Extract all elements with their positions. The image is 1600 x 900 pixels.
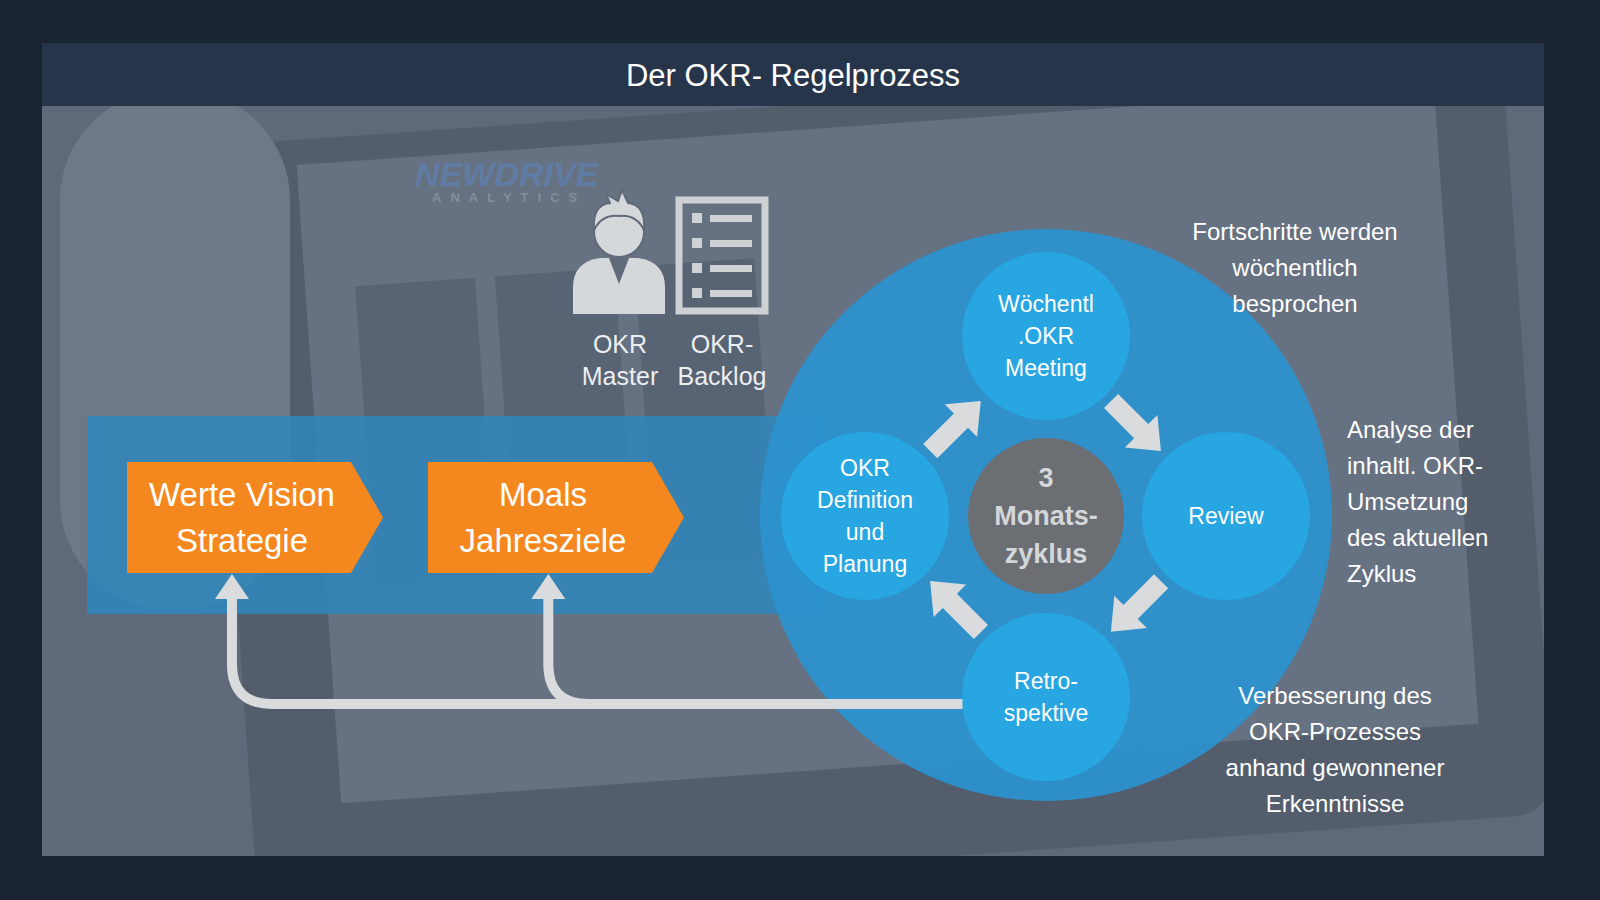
artifact-label: OKR- Backlog — [667, 328, 777, 392]
cycle-step-circle: OKR Definition und Planung — [781, 432, 949, 600]
feedback-arrow — [531, 574, 962, 704]
block-arrow — [1111, 574, 1168, 632]
cycle-step-circle: Retro- spektive — [962, 613, 1130, 781]
node-text: Review — [1167, 500, 1285, 532]
backlog-icon — [679, 200, 765, 311]
person-body — [573, 258, 665, 314]
cycle-arrow — [1111, 574, 1168, 632]
circle-fill — [1142, 432, 1310, 600]
text-wrap: Retro- spektive — [962, 613, 1130, 781]
goal-arrow-box: Moals Jahresziele — [428, 462, 684, 573]
circle-fill — [968, 438, 1124, 594]
text-wrap: 3 Monats- zyklus — [968, 438, 1124, 594]
backlog-line — [710, 215, 752, 222]
text-wrap: Review — [1142, 432, 1310, 600]
arrow-head — [531, 574, 565, 599]
cycle-arrow — [930, 581, 988, 639]
annotation-note: Verbesserung des OKR-Prozesses anhand ge… — [1220, 678, 1450, 822]
node-text: Moals Jahresziele — [433, 472, 653, 564]
block-arrow — [1104, 394, 1161, 451]
cycle-step-circle: Review — [1142, 432, 1310, 600]
flow-band — [87, 416, 827, 614]
circle-fill — [962, 252, 1130, 420]
text-wrap: Wöchentl .OKR Meeting — [962, 252, 1130, 420]
backlog-bullet — [692, 288, 702, 298]
cycle-arrow — [923, 401, 981, 458]
backlog-line — [710, 265, 752, 272]
goal-arrow-box: Werte Vision Strategie — [127, 462, 383, 573]
arrow-box-fill — [428, 462, 684, 573]
node-text: Wöchentl .OKR Meeting — [987, 288, 1105, 384]
logo-watermark: ANALYTICS — [432, 190, 692, 206]
block-arrow — [930, 581, 988, 639]
node-text: Werte Vision Strategie — [132, 472, 352, 564]
annotation-note: Fortschritte werden wöchentlich besproch… — [1175, 214, 1415, 322]
block-arrow — [923, 401, 981, 458]
diagram-title: Der OKR- Regelprozess — [42, 43, 1544, 109]
backlog-bullet — [692, 238, 702, 248]
person-icon — [573, 190, 665, 314]
circle-fill — [781, 432, 949, 600]
arrow-box-fill — [127, 462, 383, 573]
text-wrap: Moals Jahresziele — [428, 462, 684, 573]
backlog-bullet — [692, 263, 702, 273]
node-text: 3 Monats- zyklus — [989, 459, 1104, 573]
node-text: OKR Definition und Planung — [806, 452, 924, 580]
cycle-step-circle: Wöchentl .OKR Meeting — [962, 252, 1130, 420]
person-collar — [609, 258, 629, 284]
backlog-line — [710, 290, 752, 297]
logo-watermark: NEWDRIVE — [415, 155, 675, 193]
feedback-line — [548, 597, 962, 704]
arrow-head — [215, 574, 249, 599]
backlog-bullet — [692, 213, 702, 223]
person-hair — [594, 190, 644, 230]
text-wrap: Werte Vision Strategie — [127, 462, 383, 573]
node-outline — [962, 613, 1130, 781]
backlog-line — [710, 240, 752, 247]
tablet-photo — [60, 56, 1555, 900]
node-text: Retro- spektive — [987, 665, 1105, 729]
feedback-line — [232, 597, 962, 704]
backlog-frame — [679, 200, 765, 311]
annotation-note: Analyse der inhaltl. OKR- Umsetzung des … — [1347, 412, 1497, 592]
feedback-arrow — [215, 574, 962, 704]
text-wrap: OKR Definition und Planung — [781, 432, 949, 600]
cycle-arrow — [1104, 394, 1161, 451]
cycle-center-circle: 3 Monats- zyklus — [968, 438, 1124, 594]
role-label: OKR Master — [570, 328, 670, 392]
circle-fill — [962, 613, 1130, 781]
